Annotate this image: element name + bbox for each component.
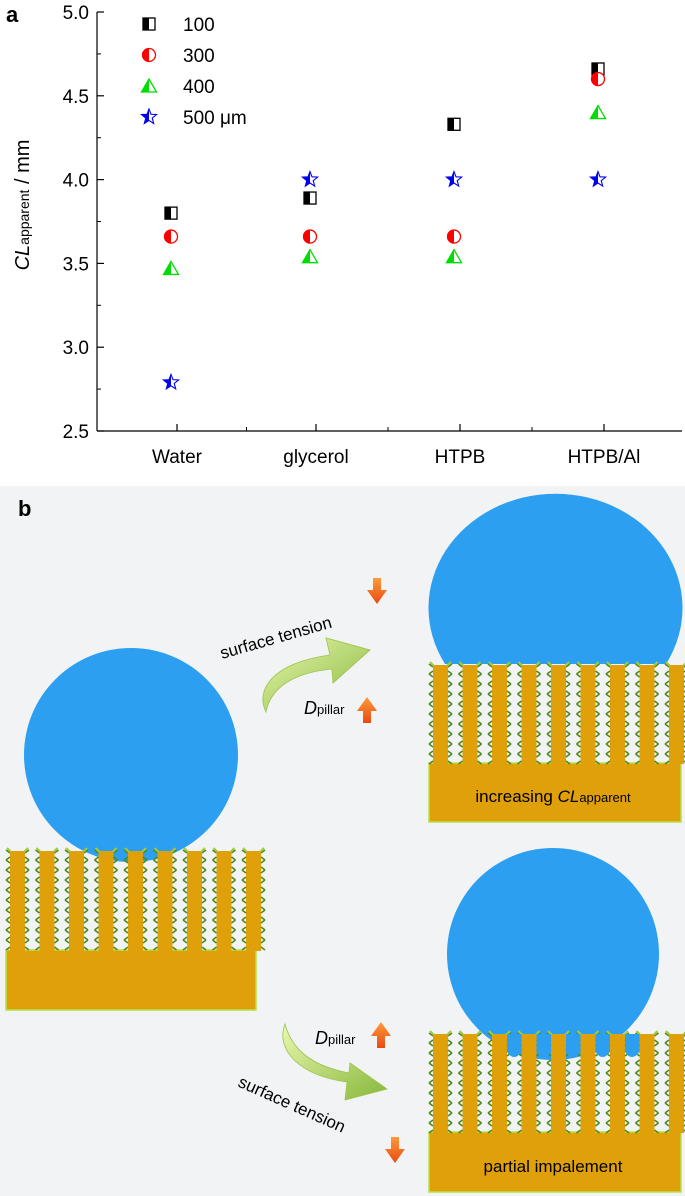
panel-a-label: a	[6, 2, 19, 27]
pillar	[610, 1034, 625, 1133]
substrate-initial	[5, 847, 266, 1011]
pillar	[246, 851, 261, 951]
legend-marker	[142, 17, 156, 31]
pillar	[216, 851, 232, 951]
plot-area: 2.5 3.0 3.5 4.0 4.5 5.0 Water glycerol HTPB HTPB…	[63, 3, 682, 468]
substrate-top	[428, 661, 685, 823]
legend-label: 100	[183, 15, 215, 36]
data-point	[444, 170, 464, 188]
legend-marker	[139, 107, 159, 125]
pillar	[433, 665, 448, 764]
x-tick-label: HTPB	[435, 447, 486, 468]
pillar	[580, 665, 596, 764]
top-caption: increasing CLapparent	[475, 787, 631, 806]
up-arrow-icon	[371, 1022, 391, 1048]
data-point	[590, 71, 606, 87]
pillar	[551, 665, 566, 764]
pillar	[639, 665, 655, 764]
data-point	[446, 229, 462, 244]
bottom-caption: partial impalement	[484, 1157, 623, 1176]
dpillar-label-bottom: Dpillar	[315, 1028, 356, 1048]
data-point	[300, 170, 320, 188]
curved-arrow-top	[262, 637, 371, 714]
pillar	[10, 851, 25, 951]
y-tick-marks	[97, 11, 104, 432]
data-point	[447, 117, 461, 131]
pillar	[580, 1034, 596, 1133]
legend-marker	[140, 77, 158, 93]
data-point	[589, 104, 607, 120]
legend-label: 500 μm	[183, 108, 247, 129]
bottom-state: partial impalement	[428, 848, 685, 1193]
x-tick-labels: Water glycerol HTPB HTPB/Al	[152, 447, 640, 468]
pillar	[521, 1034, 537, 1133]
pillar	[639, 1034, 655, 1133]
pillar	[39, 851, 55, 951]
top-state: increasing CLapparent	[428, 493, 685, 823]
y-axis-label: CLapparent / mm	[12, 140, 34, 271]
substrate-bottom	[428, 1030, 685, 1193]
droplet-initial	[24, 648, 238, 862]
pillar	[492, 665, 507, 764]
y-tick-labels: 2.5 3.0 3.5 4.0 4.5 5.0	[63, 3, 89, 443]
y-tick-label: 4.5	[63, 87, 89, 108]
droplet-bottom	[447, 848, 659, 1060]
panel-b: b increasing CLapparent partial impaleme…	[0, 486, 685, 1196]
legend-label: 300	[183, 46, 215, 67]
down-arrow-icon	[385, 1137, 405, 1163]
data-point	[164, 206, 178, 220]
droplet-top	[428, 493, 683, 664]
pillar	[610, 665, 625, 764]
x-tick-label: HTPB/Al	[568, 447, 641, 468]
pillar	[669, 1034, 684, 1133]
data-point	[161, 372, 181, 391]
data-point	[588, 170, 608, 188]
pillar	[669, 665, 684, 764]
data-point	[303, 191, 317, 205]
x-tick-label: glycerol	[283, 447, 348, 468]
pillar	[128, 851, 143, 951]
data-point	[302, 229, 318, 244]
pillar	[433, 1034, 448, 1133]
dpillar-label-top: Dpillar	[304, 698, 345, 718]
y-tick-label: 3.5	[63, 254, 89, 275]
pillar	[462, 1034, 478, 1133]
pillar	[187, 851, 202, 951]
curved-arrow-bottom	[282, 1022, 388, 1101]
data-points	[161, 62, 608, 391]
y-tick-label: 2.5	[63, 422, 89, 443]
data-point	[445, 248, 463, 264]
pillar	[69, 851, 84, 951]
pillar	[157, 851, 173, 951]
x-tick-marks	[176, 424, 605, 431]
initial-state	[5, 648, 266, 1011]
x-tick-label: Water	[152, 447, 203, 468]
data-point	[301, 248, 319, 264]
down-arrow-icon	[367, 578, 387, 604]
legend: 100 300 400 500 μm	[139, 15, 247, 129]
legend-marker	[141, 47, 157, 63]
y-tick-label: 5.0	[63, 3, 89, 24]
pillar	[492, 1034, 507, 1133]
panel-b-label: b	[18, 496, 31, 521]
pillar	[98, 851, 114, 951]
pillar	[462, 665, 478, 764]
data-point	[163, 229, 179, 244]
pillar	[551, 1034, 566, 1133]
y-tick-label: 3.0	[63, 338, 89, 359]
legend-label: 400	[183, 77, 215, 98]
up-arrow-icon	[357, 697, 377, 723]
y-tick-label: 4.0	[63, 171, 89, 192]
data-point	[162, 260, 180, 276]
pillar	[521, 665, 537, 764]
panel-a: a 2.5 3.0 3.5 4.0 4.5 5.0 Water glycerol HTPB HT…	[6, 2, 682, 468]
